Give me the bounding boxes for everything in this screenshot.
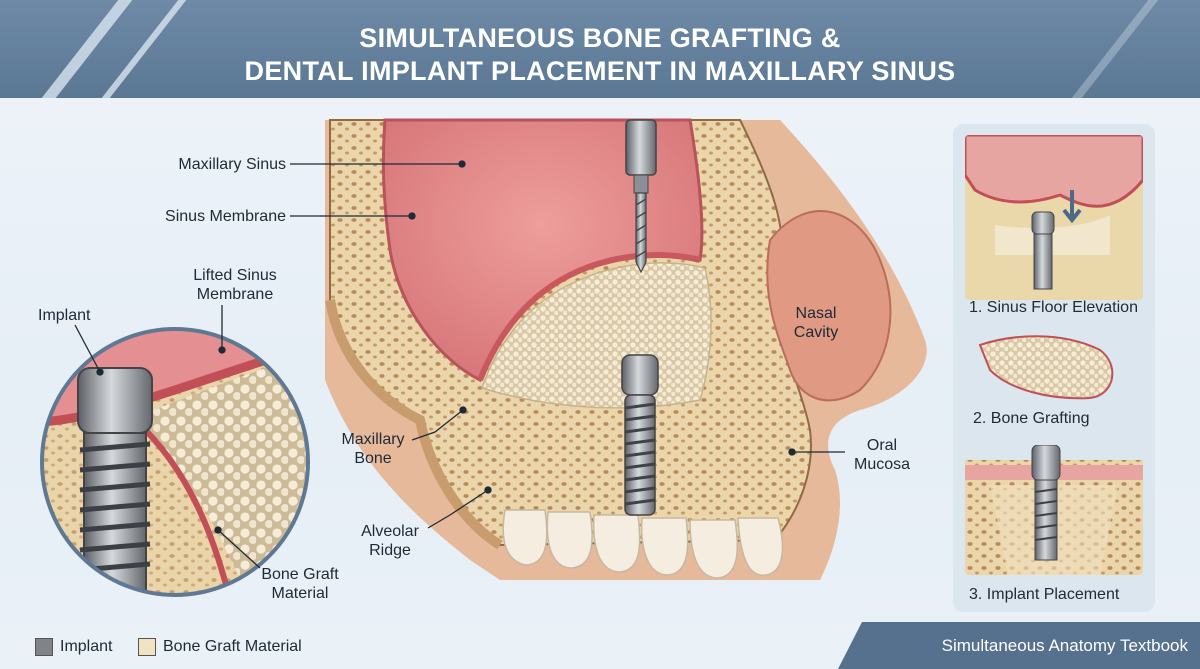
label-alveolar-ridge: Alveolar Ridge: [350, 522, 430, 560]
label-nasal-line-2: Cavity: [793, 324, 839, 341]
cortical-bone-outline: [325, 299, 503, 550]
title-line-2: DENTAL IMPLANT PLACEMENT IN MAXILLARY SI…: [244, 56, 956, 86]
legend-swatch-bone-graft: [138, 638, 156, 656]
magnifier-ring: [40, 327, 310, 597]
page-title: SIMULTANEOUS BONE GRAFTING & DENTAL IMPL…: [0, 22, 1200, 88]
title-line-1: SIMULTANEOUS BONE GRAFTING &: [359, 23, 841, 53]
step-3-caption: 3. Implant Placement: [969, 586, 1120, 603]
legend-label-bone-graft: Bone Graft Material: [163, 638, 302, 655]
label-nasal-line-1: Nasal: [795, 305, 837, 322]
label-sinus-membrane: Sinus Membrane: [165, 208, 286, 225]
nasal-cavity-shape: [766, 210, 892, 402]
step-1-illustration: [965, 135, 1143, 300]
legend-label-implant: Implant: [60, 638, 113, 655]
label-maxillary-bone-line-1: Maxillary: [341, 431, 405, 448]
lifted-membrane-line: [477, 252, 701, 382]
surgical-drill: [625, 119, 657, 274]
step-1-caption: 1. Sinus Floor Elevation: [969, 299, 1138, 316]
step-2-caption: 2. Bone Grafting: [973, 410, 1090, 427]
footer-source-banner: Simultaneous Anatomy Textbook: [838, 622, 1200, 669]
label-nasal-cavity: Nasal Cavity: [780, 304, 852, 342]
step-2-illustration: [978, 335, 1114, 400]
label-oral-line-2: Mucosa: [853, 456, 911, 473]
label-alveolar-line-1: Alveolar: [361, 523, 419, 540]
label-lifted-sinus-membrane: Lifted Sinus Membrane: [180, 266, 290, 304]
label-bone-graft-line-2: Material: [271, 585, 329, 602]
legend-item-implant: Implant: [35, 637, 112, 657]
label-bone-graft-material: Bone Graft Material: [250, 565, 350, 603]
label-lifted-line-1: Lifted Sinus: [193, 267, 277, 284]
legend-item-bone-graft: Bone Graft Material: [138, 637, 302, 657]
label-oral-mucosa: Oral Mucosa: [846, 436, 918, 474]
label-bone-graft-line-1: Bone Graft: [261, 566, 339, 583]
label-maxillary-bone-line-2: Bone: [354, 450, 392, 467]
label-oral-line-1: Oral: [866, 437, 898, 454]
legend-swatch-implant: [35, 638, 53, 656]
label-maxillary-bone: Maxillary Bone: [328, 430, 418, 468]
teeth-row: [502, 509, 784, 579]
main-implant: [621, 354, 659, 516]
label-lifted-line-2: Membrane: [196, 286, 274, 303]
footer-source-text: Simultaneous Anatomy Textbook: [941, 636, 1188, 655]
label-maxillary-sinus: Maxillary Sinus: [178, 156, 286, 173]
label-implant: Implant: [38, 307, 91, 324]
header-banner: [0, 0, 1200, 98]
leader-lines: [74, 160, 845, 569]
label-alveolar-line-2: Ridge: [369, 542, 411, 559]
step-3-illustration: [965, 445, 1143, 575]
